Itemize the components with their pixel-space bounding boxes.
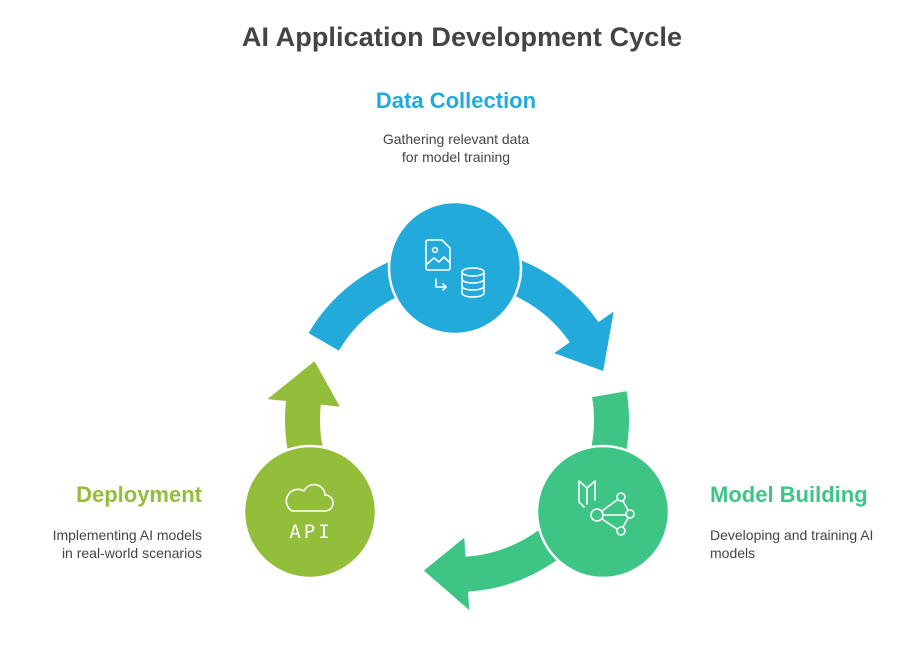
node-circle-deployment: [242, 444, 378, 580]
step-description-model-building: Developing and training AI models: [710, 526, 900, 562]
node-circle-data-collection: [387, 200, 523, 336]
description-line: for model training: [401, 149, 511, 165]
cloud-api-icon: API: [285, 483, 334, 543]
step-title-deployment: Deployment: [76, 482, 202, 507]
description-line: Gathering relevant data: [382, 131, 530, 147]
image-to-database-icon: [425, 239, 485, 298]
api-label: API: [289, 521, 332, 543]
description-line: Implementing AI models: [52, 527, 202, 543]
description-line: in real-world scenarios: [61, 545, 202, 561]
description-line: Developing and training AI: [710, 527, 874, 543]
arrow-deployment-to-data: [262, 358, 344, 467]
book-network-icon: [578, 480, 635, 536]
step-description-deployment: Implementing AI models in real-world sce…: [12, 526, 202, 562]
node-data-collection: [387, 200, 523, 336]
step-description-data-collection: Gathering relevant data for model traini…: [300, 130, 612, 166]
cycle-nodes: API: [242, 200, 671, 580]
node-deployment: API: [242, 444, 378, 580]
node-model-building: [535, 444, 671, 580]
description-line: models: [710, 545, 756, 561]
step-title-model-building: Model Building: [710, 482, 868, 507]
step-title-data-collection: Data Collection: [375, 88, 537, 113]
diagram-title: AI Application Development Cycle: [241, 22, 683, 52]
